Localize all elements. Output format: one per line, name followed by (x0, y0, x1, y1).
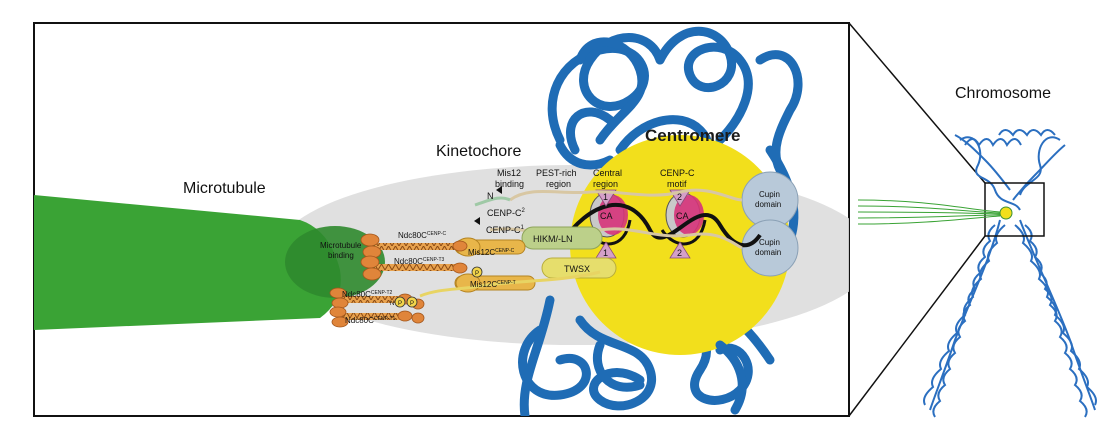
label-hikm-ln: HIKM/-LN (533, 234, 573, 244)
label-phospho-2: P (398, 301, 402, 307)
label-pest-rich-1: PEST-rich (536, 168, 577, 178)
label-num-1-top: 1 (603, 192, 608, 202)
label-num-1-bottom: 1 (603, 248, 608, 258)
label-cenp-c1-base: CENP-C (486, 225, 521, 235)
label-pest-rich-2: region (546, 179, 571, 189)
label-ndc80c-cenpt2-sup: CENP-T2 (371, 290, 393, 296)
nucleosomes (558, 192, 762, 248)
label-central-region-1: Central (593, 168, 622, 178)
label-mis12c-cenpc-base: Mis12C (468, 248, 495, 257)
label-microtubule: Microtubule (183, 180, 266, 197)
label-ca-2: CA (676, 211, 689, 221)
chromosome-zoom-box (984, 182, 1045, 237)
label-central-region-2: region (593, 179, 618, 189)
label-ndc80c-cenpt2-base: Ndc80C (342, 290, 371, 299)
chromosome-spindle-fibers (857, 199, 1001, 225)
zoom-line-top (848, 22, 986, 184)
chromosome-centromere-dot (999, 206, 1013, 220)
label-ca-1: CA (600, 211, 613, 221)
microtubule-binding-region (285, 226, 385, 298)
phosphorylation-marks (394, 266, 483, 308)
label-ndc80c-cenpt1-sup: CENP-T1 (374, 316, 396, 322)
label-kinetochore: Kinetochore (436, 143, 521, 160)
label-ndc80c-cenpc-base: Ndc80C (398, 231, 427, 240)
label-ndc80c-cenpt1-base: Ndc80C (345, 316, 374, 325)
label-cenp-c-motif-2: motif (667, 179, 687, 189)
label-mis12-binding-2: binding (495, 179, 524, 189)
label-n-terminus: N (487, 191, 494, 201)
label-n-terminus-t: N (390, 301, 394, 307)
label-ndc80c-cenpt2: Ndc80CCENP-T2 (342, 290, 393, 299)
cupin-domains (741, 171, 799, 277)
label-num-2-top: 2 (677, 192, 682, 202)
label-cupin-bottom-2: domain (755, 248, 781, 257)
label-cenp-c2-sup: 2 (522, 208, 526, 214)
label-ndc80c-cenpt1: Ndc80CCENP-T1 (345, 316, 396, 325)
label-mis12-binding-1: Mis12 (497, 168, 521, 178)
label-cenp-c1: CENP-C1 (486, 225, 525, 235)
label-num-2-bottom: 2 (677, 248, 682, 258)
zoom-line-bottom (848, 235, 986, 417)
ndc80-complexes (329, 233, 468, 328)
label-phospho-3: P (410, 301, 414, 307)
label-twsx: TWSX (564, 264, 590, 274)
label-ndc80c-cenpt3-base: Ndc80C (394, 257, 423, 266)
label-mis12c-cenpt-sup: CENP-T (497, 280, 516, 286)
label-ndc80c-cenpc: Ndc80CCENP-C (398, 231, 446, 240)
label-microtubule-binding-1: Microtubule (320, 241, 362, 250)
label-phospho-1: P (475, 271, 479, 277)
label-mis12c-cenpt-base: Mis12C (470, 280, 497, 289)
label-ndc80c-cenpt3-sup: CENP-T3 (423, 257, 445, 263)
label-cenp-c1-sup: 1 (521, 225, 525, 231)
label-chromosome: Chromosome (955, 85, 1051, 102)
label-mis12c-cenpc: Mis12CCENP-C (468, 248, 515, 257)
label-ndc80c-cenpt3: Ndc80CCENP-T3 (394, 257, 445, 266)
label-cenp-c2-base: CENP-C (487, 208, 522, 218)
label-cenp-c-motif-1: CENP-C (660, 168, 695, 178)
label-centromere: Centromere (645, 126, 740, 145)
microtubule (34, 195, 341, 330)
pointer-triangles (474, 186, 502, 225)
chromosome-illustration (923, 129, 1097, 418)
label-cupin-top-1: Cupin (759, 190, 780, 199)
label-cenp-c2: CENP-C2 (487, 208, 526, 218)
label-mis12c-cenpc-sup: CENP-C (495, 248, 515, 254)
label-cupin-bottom-1: Cupin (759, 238, 780, 247)
cenp-c-binding-marks (595, 189, 691, 259)
label-microtubule-binding-2: binding (328, 251, 354, 260)
label-ndc80c-cenpc-sup: CENP-C (427, 231, 447, 237)
hikm-ln-complex (521, 226, 603, 250)
label-cupin-top-2: domain (755, 200, 781, 209)
label-mis12c-cenpt: Mis12CCENP-T (470, 280, 516, 289)
